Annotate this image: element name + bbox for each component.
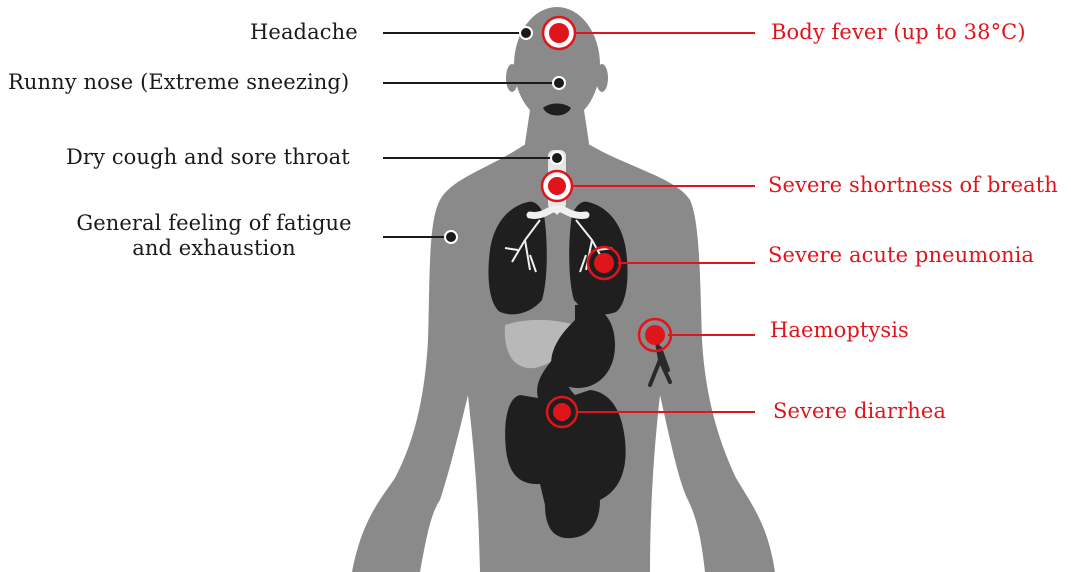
body-fever-label: Body fever (up to 38°C) [771, 20, 1026, 45]
fatigue-label-line2: and exhaustion [64, 236, 364, 261]
dry-cough-label: Dry cough and sore throat [66, 145, 350, 170]
pneumonia-label: Severe acute pneumonia [768, 243, 1034, 268]
runny-nose-label: Runny nose (Extreme sneezing) [8, 70, 349, 95]
shortness-of-breath-marker [542, 171, 572, 201]
body-fever-marker [543, 17, 575, 49]
dry-cough-marker [551, 152, 563, 164]
headache-label: Headache [250, 20, 358, 45]
haemoptysis-label: Haemoptysis [770, 318, 909, 343]
fatigue-label-line1: General feeling of fatigue [64, 211, 364, 236]
diarrhea-label: Severe diarrhea [773, 399, 946, 424]
fatigue-marker [445, 231, 457, 243]
right-ear [596, 64, 608, 92]
neck-shape [524, 110, 590, 150]
runny-nose-marker [553, 77, 565, 89]
left-ear [506, 64, 518, 92]
shortness-of-breath-label: Severe shortness of breath [768, 173, 1058, 198]
headache-marker [520, 27, 532, 39]
fatigue-label: General feeling of fatigue and exhaustio… [64, 211, 364, 261]
